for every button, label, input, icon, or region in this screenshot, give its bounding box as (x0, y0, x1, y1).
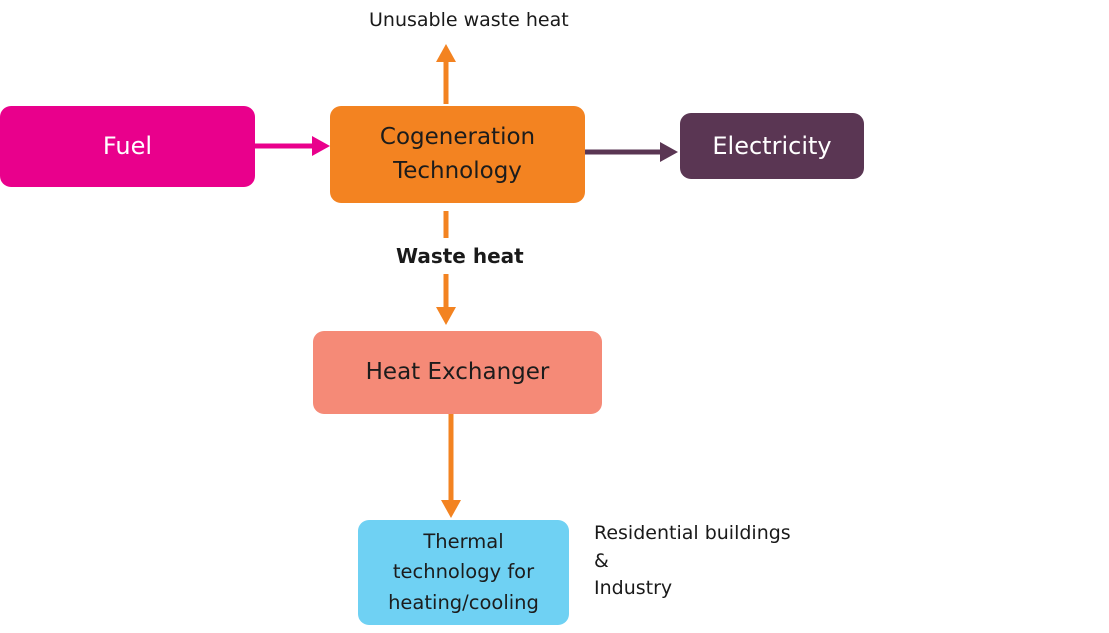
cogeneration-node: Cogeneration Technology (330, 106, 585, 203)
thermal-node-label-line3: heating/cooling (388, 590, 539, 614)
unusable-waste-heat-label: Unusable waste heat (369, 9, 569, 31)
heat-exchanger-node-label: Heat Exchanger (365, 358, 550, 385)
destinations-label: Residential buildings & Industry (594, 520, 791, 603)
heat-exchanger-node: Heat Exchanger (313, 331, 602, 414)
arrowhead-heat-exchanger (436, 307, 456, 325)
electricity-node: Electricity (680, 113, 864, 179)
electricity-node-label: Electricity (712, 131, 832, 160)
fuel-node: Fuel (0, 106, 255, 187)
thermal-node-label-line2: technology for (392, 560, 535, 584)
arrowhead-fuel-to-cogeneration (312, 136, 330, 156)
arrowhead-cogeneration-to-electricity (660, 142, 678, 162)
arrowhead-thermal (441, 500, 461, 518)
thermal-technology-node: Thermal technology for heating/cooling (358, 520, 569, 625)
destination-industry: Industry (594, 577, 673, 600)
arrowhead-unusable-heat (436, 44, 456, 62)
thermal-node-label-line1: Thermal (423, 530, 504, 554)
destination-ampersand: & (594, 549, 609, 572)
cogeneration-node-label-line1: Cogeneration (379, 124, 536, 151)
cogeneration-node-label-line2: Technology (393, 157, 522, 184)
fuel-node-label: Fuel (102, 132, 153, 161)
destination-residential: Residential buildings (594, 522, 791, 544)
waste-heat-label: Waste heat (396, 244, 524, 268)
